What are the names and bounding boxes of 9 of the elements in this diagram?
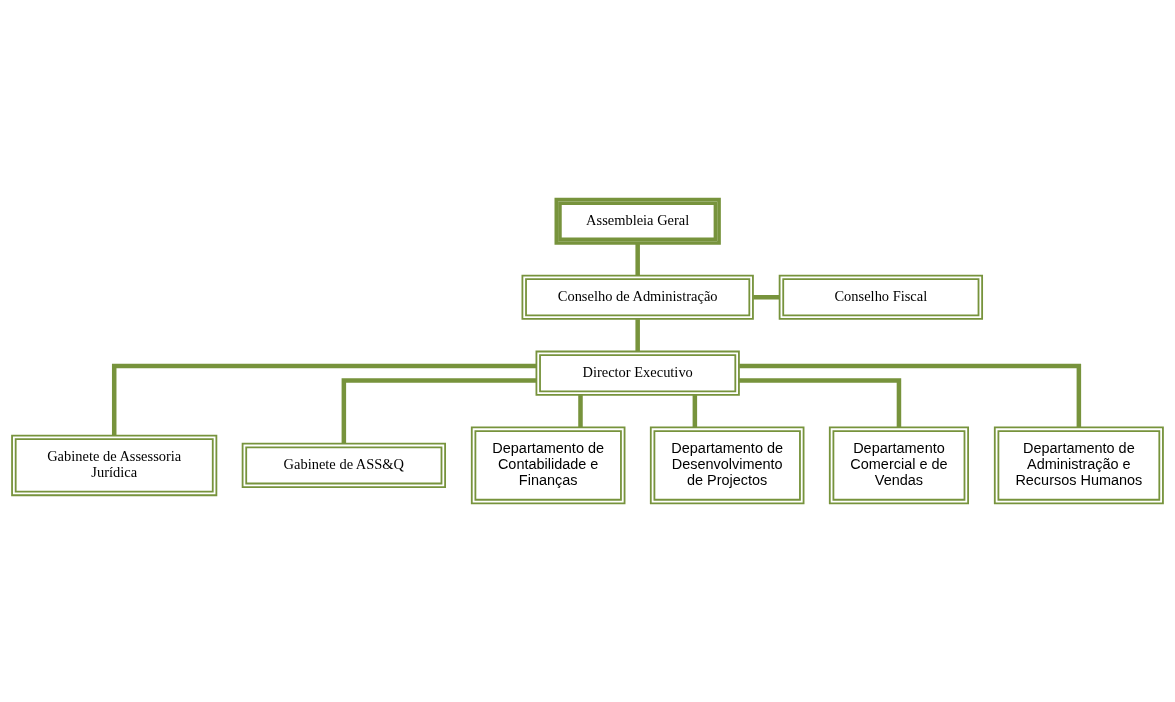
- connector: [692, 394, 698, 427]
- connector: [341, 377, 537, 444]
- connector: [739, 377, 902, 427]
- connector: [635, 242, 640, 275]
- connector: [635, 318, 640, 351]
- connector: [753, 294, 780, 299]
- connector: [111, 363, 537, 436]
- connector: [739, 363, 1082, 427]
- connector: [578, 394, 583, 427]
